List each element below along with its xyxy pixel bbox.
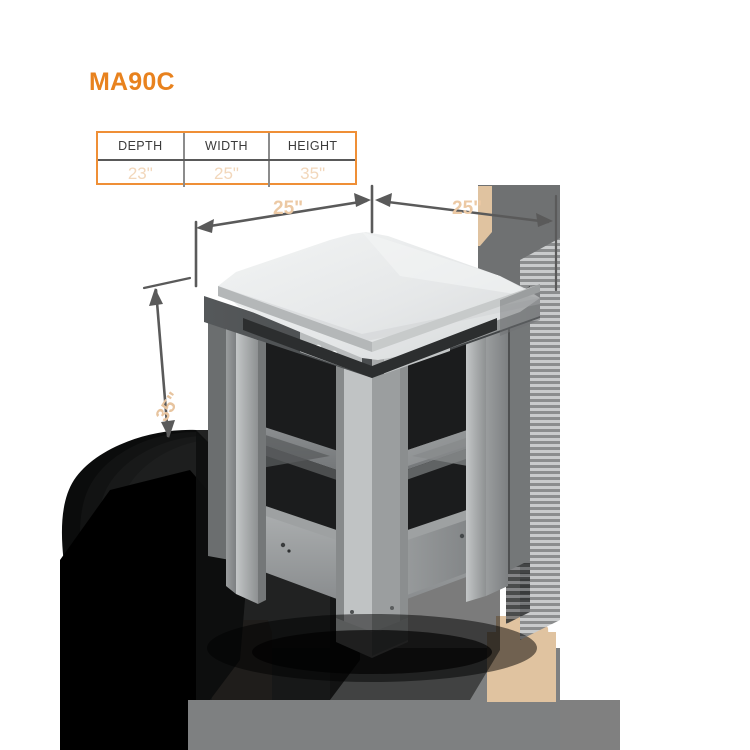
top-right-shadow [500,284,540,336]
front-corner-post [336,360,408,658]
dimension-label-width-right: 25" [452,198,483,219]
table-header-row: DEPTH WIDTH HEIGHT [98,133,355,161]
floor-contact-shadow-core [252,630,492,674]
rear-upper-rail [243,318,497,378]
header-depth: DEPTH [98,133,185,161]
table-value-row: 23" 25" 35" [98,160,355,187]
spec-table: DEPTH WIDTH HEIGHT 23" 25" 35" [96,131,357,187]
value-depth: 23" [98,160,185,187]
front-left-leg [226,326,266,604]
table-top-edge [218,284,540,352]
value-width: 25" [183,160,271,187]
front-right-leg [466,322,508,602]
page-title: MA90C [89,68,175,96]
header-width: WIDTH [183,133,271,161]
value-height: 35" [300,164,326,183]
header-height: HEIGHT [269,133,355,161]
dimension-label-width-left: 25" [273,198,304,219]
